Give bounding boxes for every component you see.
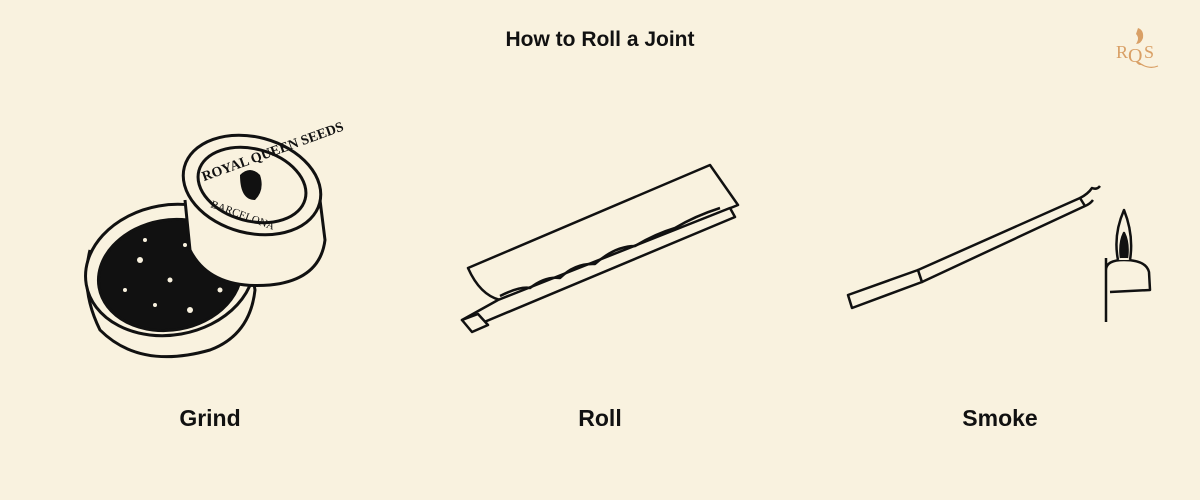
svg-text:Q: Q: [1128, 45, 1143, 67]
lion-logo-icon: R Q S: [1116, 28, 1159, 68]
step-label-roll: Roll: [578, 405, 622, 431]
joint-lighter-icon: [846, 185, 1152, 322]
step-roll: Roll: [410, 120, 790, 450]
step-grind: ROYAL QUEEN SEEDS BARCELONA Grind: [20, 120, 400, 450]
rolling-paper-icon: [460, 163, 740, 334]
rqs-logo: R Q S: [1112, 24, 1162, 74]
step-smoke: Smoke: [810, 120, 1190, 450]
step-label-grind: Grind: [179, 405, 241, 431]
step-label-smoke: Smoke: [962, 405, 1038, 431]
grinder-icon: ROYAL QUEEN SEEDS BARCELONA: [84, 120, 346, 359]
page-title: How to Roll a Joint: [505, 28, 695, 51]
svg-text:S: S: [1144, 42, 1154, 62]
svg-text:R: R: [1116, 42, 1128, 62]
